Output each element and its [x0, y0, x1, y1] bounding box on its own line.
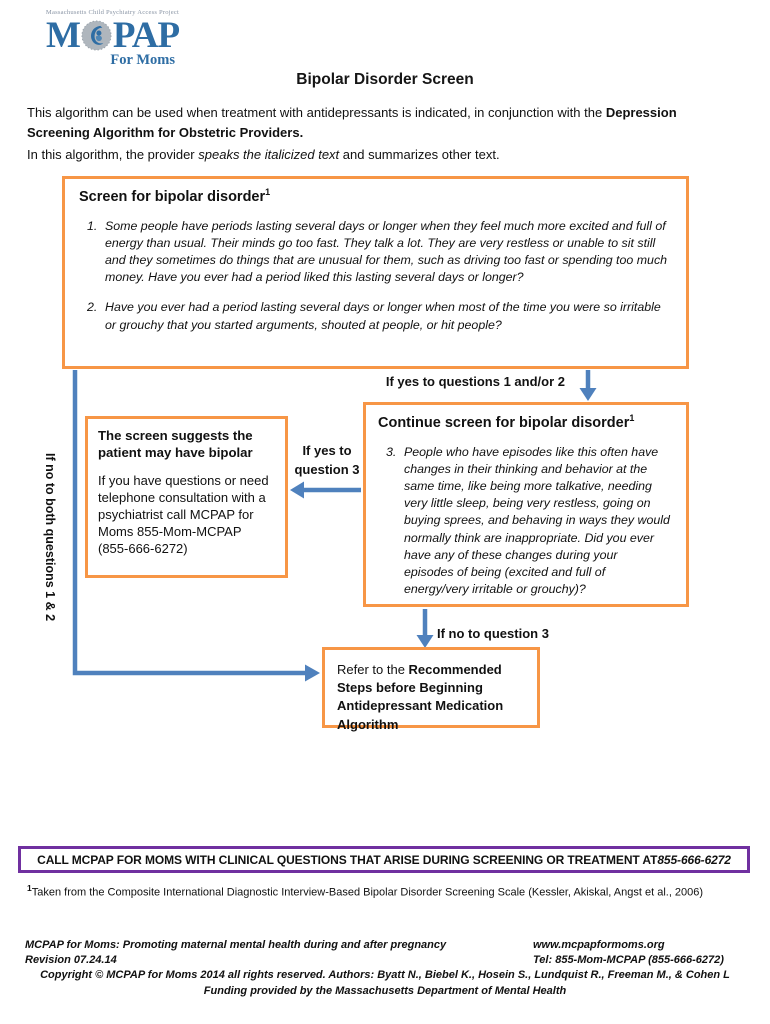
continue-screen-box: Continue screen for bipolar disorder1 3.…	[363, 402, 689, 607]
footer-phone: Tel: 855-Mom-MCPAP (855-666-6272)	[533, 954, 724, 967]
call-mcpap-banner: CALL MCPAP FOR MOMS WITH CLINICAL QUESTI…	[18, 846, 750, 873]
refer-prefix: Refer to the	[337, 662, 409, 677]
refer-box-text: Refer to the Recommended Steps before Be…	[337, 661, 525, 734]
screen-for-bipolar-box: Screen for bipolar disorder1 1. Some peo…	[62, 176, 689, 369]
footnote-1: 1Taken from the Composite International …	[27, 883, 743, 899]
mother-child-icon	[81, 20, 112, 51]
arrow-yes-1-2-down	[579, 370, 597, 401]
continue-box-title: Continue screen for bipolar disorder1	[378, 413, 674, 431]
banner-text: CALL MCPAP FOR MOMS WITH CLINICAL QUESTI…	[37, 852, 658, 867]
suggest-box-title: The screen suggests the patient may have…	[98, 428, 253, 461]
footer-row-1: MCPAP for Moms: Promoting maternal menta…	[25, 938, 745, 953]
footer-copyright: Copyright © MCPAP for Moms 2014 all righ…	[40, 969, 730, 982]
intro-paragraph-1: This algorithm can be used when treatmen…	[27, 103, 727, 142]
question-3-text: People who have episodes like this often…	[404, 445, 670, 596]
screen-box-title: Screen for bipolar disorder1	[79, 187, 672, 205]
screen-box-title-text: Screen for bipolar disorder	[79, 189, 266, 205]
suggest-box-body: If you have questions or need telephone …	[98, 473, 269, 556]
intro-2-end: and summarizes other text.	[339, 147, 500, 162]
question-2-number: 2.	[87, 300, 98, 315]
footnote-marker: 1	[265, 187, 271, 198]
label-if-no-question-3: If no to question 3	[437, 626, 549, 641]
footer-funding: Funding provided by the Massachusetts De…	[203, 984, 567, 997]
banner-phone-number: 855-666-6272	[657, 852, 731, 867]
footnote-marker: 1	[629, 413, 635, 424]
question-2-row: 2. Have you ever had a period lasting se…	[79, 299, 672, 333]
logo-tagline: Massachusetts Child Psychiatry Access Pr…	[45, 9, 180, 16]
arrow-yes-3-left	[290, 481, 361, 499]
question-1-row: 1. Some people have periods lasting seve…	[79, 218, 672, 286]
question-2-text: Have you ever had a period lasting sever…	[105, 300, 661, 332]
continue-box-title-text: Continue screen for bipolar disorder	[378, 415, 630, 431]
label-if-no-both-questions: If no to both questions 1 & 2	[43, 453, 57, 622]
intro-paragraph-2: In this algorithm, the provider speaks t…	[27, 147, 727, 162]
question-3-row: 3. People who have episodes like this of…	[378, 444, 674, 598]
intro-1-text: This algorithm can be used when treatmen…	[27, 105, 606, 120]
question-3-number: 3.	[386, 445, 397, 459]
label-if-yes-question-3: If yes to question 3	[294, 443, 360, 477]
footnote-1-text: Taken from the Composite International D…	[31, 886, 704, 899]
footer-revision: Revision 07.24.14	[25, 954, 117, 967]
question-1-number: 1.	[87, 219, 98, 233]
label-if-yes-questions-1-2: If yes to questions 1 and/or 2	[385, 374, 565, 389]
question-1-text: Some people have periods lasting several…	[105, 219, 668, 285]
page-title: Bipolar Disorder Screen	[296, 71, 474, 88]
mcpap-logo: Massachusetts Child Psychiatry Access Pr…	[30, 9, 195, 69]
refer-bold-reference: Recommended Steps before Beginning Antid…	[337, 662, 504, 732]
screen-suggests-bipolar-box: The screen suggests the patient may have…	[85, 416, 288, 578]
logo-letters-pap: PAP	[112, 15, 180, 56]
footer-website: www.mcpapformoms.org	[533, 939, 665, 951]
footer-tagline: MCPAP for Moms: Promoting maternal menta…	[25, 939, 447, 951]
intro-1-bold-reference: Depression Screening Algorithm for Obste…	[27, 105, 677, 140]
footnote-1-marker: 1	[27, 883, 32, 893]
logo-acronym: M PAP	[30, 17, 195, 54]
arrow-no-3-down	[416, 609, 434, 648]
intro-2-italic: speaks the italicized text	[198, 147, 340, 162]
footer-row-2: Revision 07.24.14 Tel: 855-Mom-MCPAP (85…	[25, 953, 745, 968]
intro-2-start: In this algorithm, the provider	[27, 147, 199, 162]
page-footer: MCPAP for Moms: Promoting maternal menta…	[25, 938, 745, 999]
logo-letter-m: M	[45, 15, 81, 56]
logo-for-moms: For Moms	[110, 52, 175, 68]
refer-box: Refer to the Recommended Steps before Be…	[322, 647, 540, 732]
